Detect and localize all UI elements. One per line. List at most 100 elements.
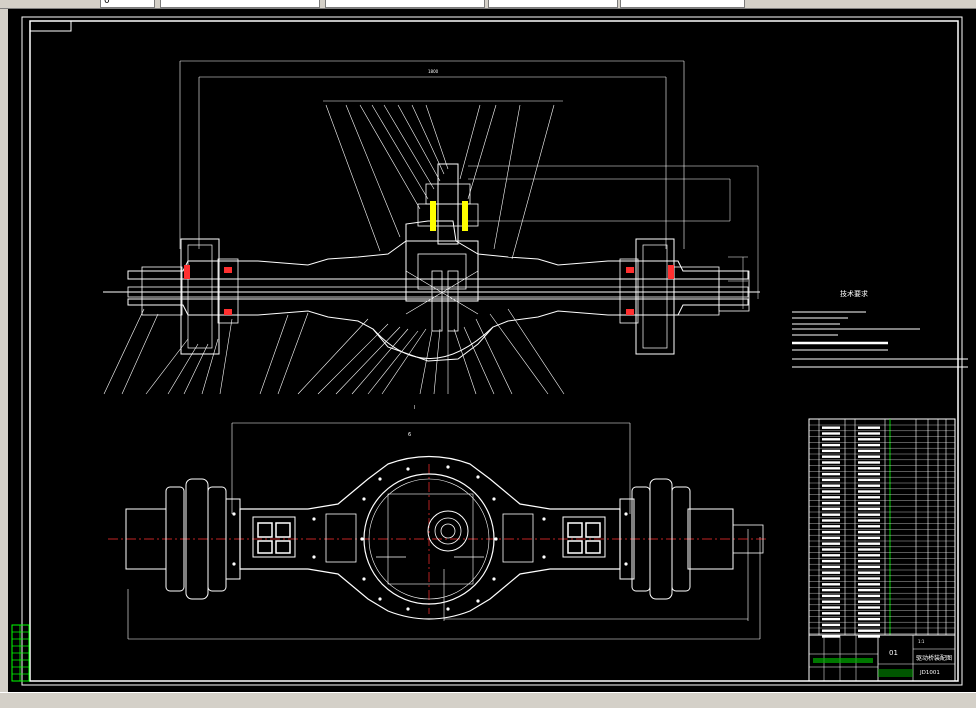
parts-row-entry [858,438,880,441]
sheet-border [21,16,963,686]
parts-row-entry [822,478,840,482]
parts-row-entry [822,536,840,540]
parts-row-entry [822,426,840,429]
parts-row-entry [858,588,880,592]
parts-row-entry [858,554,880,557]
parts-row-entry [822,519,840,522]
parts-row-entry [822,490,840,493]
parts-row-entry [822,496,840,499]
parts-row-entry [858,455,880,458]
parts-row-entry [822,432,840,435]
parts-row-entry [822,629,840,632]
parts-row-entry [858,496,880,499]
parts-row-entry [822,600,840,603]
plan-view: 6 [108,422,768,640]
parts-row-entry [822,617,840,621]
parts-row-entry [822,577,840,580]
parts-row-entry [858,530,880,534]
parts-row-entry [822,525,840,528]
parts-row-entry [858,559,880,563]
drawing-scale-text: 1:1 [918,639,925,644]
parts-row-entry [822,542,840,545]
overall-dimension-text: 1800 [428,69,439,74]
linetype-dropdown[interactable] [325,0,485,8]
parts-row-entry [858,571,880,574]
color-dropdown[interactable] [160,0,320,8]
parts-row-entry [858,583,880,586]
parts-row-entry [858,519,880,522]
corner-mark-box [29,20,72,32]
sheet-mark-text: 01 [889,649,898,657]
technical-requirements: 技术要求 [792,289,968,368]
parts-row-entry [858,461,880,464]
section-view: 1800 [103,60,760,395]
parts-row-entry [858,449,880,453]
parts-row-entry [858,623,880,627]
frame-border [29,20,959,682]
drawing-canvas[interactable]: 1800 [8,9,976,692]
status-bar [0,692,976,708]
plotstyle-dropdown[interactable] [620,0,745,8]
parts-row-entry [822,606,840,609]
parts-row-entry [822,594,840,598]
parts-row-entry [822,635,840,638]
parts-row-entry [858,501,880,505]
parts-row-entry [822,455,840,458]
drawing-name-text: 驱动桥装配图 [916,654,952,662]
parts-row-entry [858,629,880,632]
parts-row-entry [858,490,880,493]
section-view-label: I [414,405,415,411]
cad-drawing: 1800 [11,16,968,686]
parts-row-entry [822,588,840,592]
parts-row-entry [858,612,880,615]
title-block: 01 驱动桥装配图 JD1001 1:1 [808,634,956,682]
lineweight-dropdown[interactable] [488,0,618,8]
parts-row-entry [858,513,880,516]
revision-strip [11,624,30,682]
parts-row-entry [822,559,840,563]
parts-row-entry [822,507,840,511]
tech-requirements-title: 技术要求 [840,289,868,298]
parts-row-entry [822,583,840,586]
parts-row-entry [858,565,880,569]
parts-list-rows [809,424,955,638]
parts-row-entry [822,484,840,487]
plan-view-label: 6 [408,432,411,438]
parts-row-entry [858,426,880,429]
parts-row-entry [858,432,880,435]
parts-row-entry [858,635,880,638]
parts-row-entry [822,612,840,615]
parts-row-entry [822,443,840,447]
parts-row-entry [858,577,880,580]
parts-row-entry [858,594,880,598]
parts-row-entry [822,449,840,453]
layer-value: 0 [104,0,110,6]
parts-row-entry [858,617,880,621]
parts-row-entry [822,565,840,569]
parts-row-entry [822,501,840,505]
parts-row-entry [822,513,840,516]
parts-row-entry [858,525,880,528]
parts-row-entry [858,542,880,545]
property-toolbar: 0 [0,0,976,9]
layer-dropdown[interactable]: 0 [100,0,155,8]
parts-row-entry [858,467,880,470]
parts-row-entry [858,600,880,603]
parts-row-entry [858,484,880,487]
parts-row-entry [822,467,840,470]
parts-row-entry [822,571,840,574]
parts-row-entry [822,530,840,534]
parts-row-entry [822,548,840,551]
parts-row-entry [858,548,880,551]
parts-row-entry [858,472,880,476]
drawing-code-text: JD1001 [919,670,940,676]
parts-row-entry [822,554,840,557]
parts-row-entry [858,606,880,609]
parts-row-entry [858,507,880,511]
parts-row-entry [858,443,880,447]
parts-row-entry [858,478,880,482]
parts-row-entry [822,438,840,441]
parts-row-entry [822,461,840,464]
parts-row-entry [822,623,840,627]
parts-row-entry [858,536,880,540]
